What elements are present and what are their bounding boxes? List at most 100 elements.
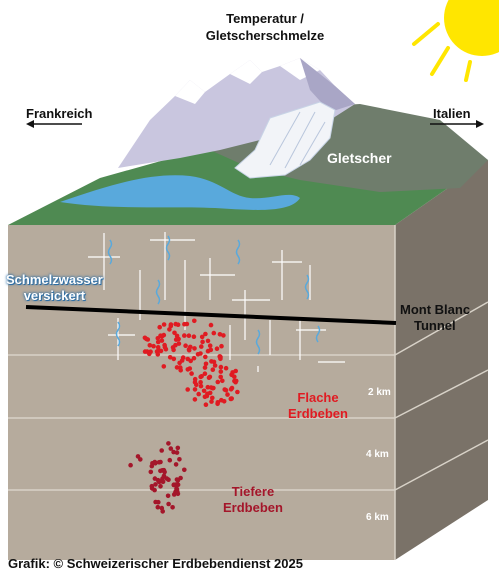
earthquake-dot — [171, 482, 177, 488]
earthquake-dot — [160, 476, 165, 481]
sun-icon — [412, 0, 499, 82]
earthquake-dot — [196, 391, 201, 397]
earthquake-dot — [167, 355, 173, 360]
earthquake-dot — [201, 388, 207, 394]
earthquake-dot — [153, 482, 158, 487]
earthquake-dot — [168, 322, 174, 327]
earthquake-dot — [189, 371, 194, 376]
earthquake-dot — [159, 505, 165, 511]
earthquake-dot — [207, 390, 213, 396]
earthquake-dot — [149, 483, 155, 489]
earthquake-dot — [142, 335, 148, 341]
earthquake-dot — [149, 463, 155, 469]
earthquake-dot — [198, 380, 203, 385]
earthquake-dot — [220, 378, 225, 384]
earthquake-dot — [199, 334, 205, 340]
earthquake-dot — [177, 457, 182, 462]
earthquake-dot — [182, 467, 187, 473]
block-front-face — [8, 225, 395, 560]
shallow-earthquakes — [142, 318, 240, 408]
earthquake-dot — [217, 332, 223, 337]
earthquake-dot — [155, 339, 161, 345]
earthquake-dot — [208, 385, 214, 390]
earthquake-dot — [217, 354, 223, 359]
earthquake-dot — [209, 399, 214, 404]
earthquake-dot — [159, 448, 164, 453]
earthquake-dot — [148, 469, 154, 475]
earthquake-dot — [215, 379, 221, 385]
earthquake-dot — [208, 322, 214, 328]
tunnel-label-line-2: Tunnel — [414, 318, 456, 333]
tunnel-label-line-1: Mont Blanc — [400, 302, 471, 317]
earthquake-dot — [218, 374, 223, 380]
earthquake-dot — [214, 346, 220, 352]
earthquake-dot — [223, 387, 229, 393]
earthquake-dot — [233, 368, 238, 374]
earthquake-dot — [157, 324, 162, 330]
earthquake-dot — [153, 461, 158, 466]
earthquake-dot — [178, 368, 183, 373]
earthquake-dot — [147, 343, 153, 348]
earthquake-dot — [166, 477, 171, 483]
earthquake-dot — [174, 333, 180, 339]
earthquake-dot — [205, 338, 211, 344]
arrow-right-icon — [430, 120, 484, 128]
earthquake-dot — [218, 364, 224, 370]
earthquake-dot — [203, 361, 209, 367]
earthquake-dot — [161, 364, 167, 369]
depth-label-6km: 6 km — [366, 512, 389, 523]
earthquake-dot — [171, 347, 176, 353]
earthquake-dot — [229, 385, 235, 391]
earthquake-dot — [158, 484, 163, 489]
tunnel-line — [25, 305, 397, 325]
earthquake-dot — [203, 331, 208, 337]
earthquake-dot — [221, 333, 226, 338]
earthquake-dot — [175, 322, 181, 328]
earthquake-dot — [175, 445, 181, 451]
earthquake-dot — [205, 348, 211, 354]
earthquake-dot — [173, 337, 179, 342]
earthquake-dot — [211, 359, 217, 365]
earthquake-dot — [152, 476, 158, 481]
deep-earthquakes — [128, 441, 187, 514]
earthquake-dot — [156, 460, 162, 465]
earthquake-dot — [158, 333, 163, 339]
earthquake-dot — [199, 374, 204, 379]
earthquake-dot — [199, 344, 204, 349]
deep-quakes-label: Tiefere Erdbeben — [218, 484, 288, 516]
meltwater-label: Schmelzwasser versickert — [6, 272, 103, 304]
diagram-title: Temperatur / Gletscherschmelze — [185, 10, 345, 44]
earthquake-dot — [203, 354, 208, 360]
deep-quakes-label-line-1: Tiefere — [231, 484, 275, 499]
direction-italy: Italien — [433, 106, 471, 121]
earthquake-dot — [171, 356, 177, 362]
earthquake-dot — [191, 334, 197, 340]
earthquake-dot — [151, 343, 156, 349]
earthquake-dot — [235, 389, 240, 395]
earthquake-dot — [212, 363, 218, 368]
earthquake-dot — [202, 365, 208, 370]
earthquake-dot — [223, 365, 229, 371]
earthquake-dot — [232, 374, 237, 380]
earthquake-dot — [198, 383, 204, 389]
earthquake-dot — [186, 333, 192, 339]
earthquake-dot — [211, 330, 217, 336]
earthquake-dot — [185, 387, 190, 392]
depth-label-2km: 2 km — [368, 387, 391, 398]
shallow-quakes-label: Flache Erdbeben — [278, 390, 358, 422]
earthquake-dot — [160, 468, 165, 473]
title-line-1: Temperatur / — [226, 11, 304, 26]
lake — [60, 175, 300, 210]
earthquake-dot — [187, 366, 193, 371]
earthquake-dot — [175, 491, 181, 497]
earthquake-dot — [185, 356, 191, 362]
earthquake-dot — [156, 479, 162, 485]
earthquake-dot — [204, 393, 210, 399]
earthquake-dot — [142, 349, 148, 354]
earthquake-dot — [162, 345, 168, 350]
earthquake-dot — [228, 396, 234, 402]
earthquake-dot — [233, 378, 239, 384]
earthquake-dot — [192, 380, 198, 385]
earthquake-dot — [159, 338, 165, 343]
